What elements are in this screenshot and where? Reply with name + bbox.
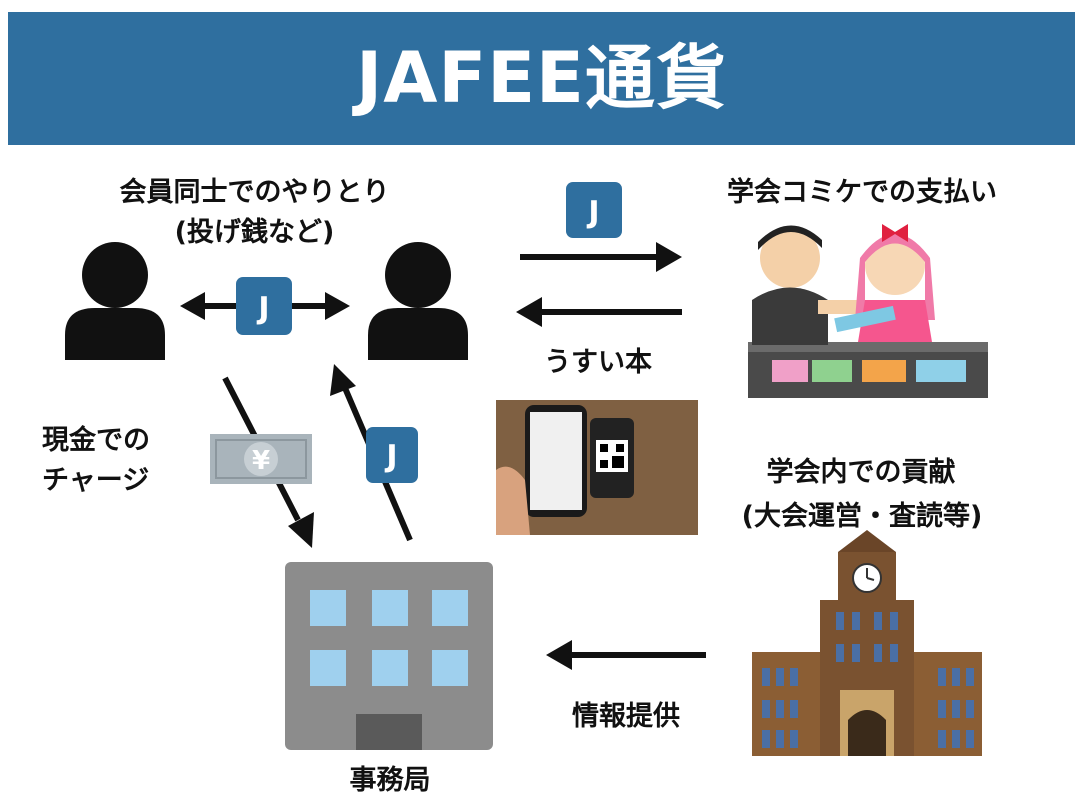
svg-text:J: J [586,195,599,230]
member-exchange-arrow-heads [180,292,350,320]
contribution-label: 学会内での貢献 [766,457,956,488]
payment-arrow [520,242,682,272]
svg-text:J: J [256,291,269,326]
page-title: JAFEE通貨 [356,37,727,119]
comiket-payment-label: 学会コミケでの支払い [727,177,997,208]
j-token-icon: J [366,427,418,483]
j-token-icon: J [566,182,622,238]
office-label: 事務局 [349,765,431,796]
info-provision-arrow [546,640,706,670]
yen-banknote-icon: ¥ [210,434,312,484]
cash-charge-label: 現金での [42,425,150,456]
comiket-booth-illustration [748,224,988,398]
cash-charge-label-line2: チャージ [42,465,150,496]
smartphone-qr-photo [496,400,698,535]
office-building-icon [285,562,493,750]
person-left-icon [65,242,165,360]
svg-text:J: J [384,439,397,474]
university-building-icon [752,530,982,756]
svg-text:¥: ¥ [252,446,270,476]
j-token-icon: J [236,277,292,335]
contribution-note: (大会運営・査読等) [741,501,983,532]
info-provision-label: 情報提供 [572,701,680,732]
title-banner: JAFEE通貨 [8,12,1075,145]
usui-hon-arrow [516,297,682,327]
member-exchange-note: (投げ銭など) [174,217,335,248]
member-exchange-label: 会員同士でのやりとり [119,177,390,208]
person-right-icon [368,242,468,360]
usui-hon-label: うすい本 [544,347,652,378]
